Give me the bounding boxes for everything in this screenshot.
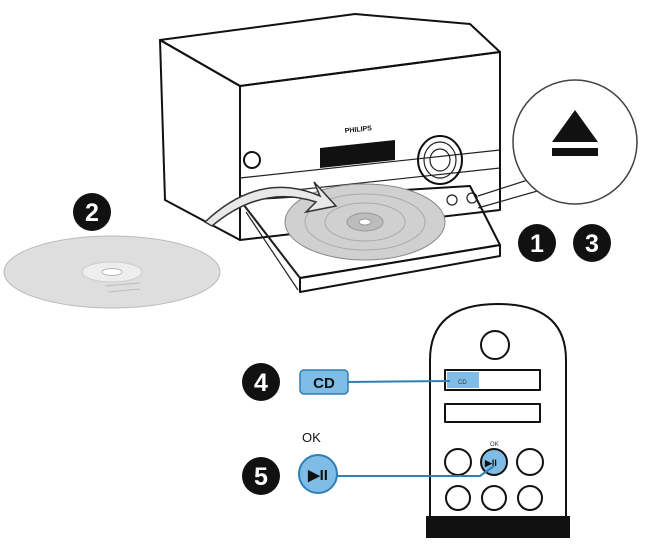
step-number: 1 [530, 230, 544, 258]
step-number: 4 [254, 369, 268, 397]
step-badge-4: 4 [242, 363, 280, 401]
remote-bottom-band [426, 516, 570, 538]
step-badge-5: 5 [242, 457, 280, 495]
step-badge-3: 3 [573, 224, 611, 262]
eject-callout [477, 79, 638, 209]
play-pause-callout: OK ▶II [298, 430, 495, 494]
step-number: 3 [585, 230, 599, 258]
brand-label: PHILIPS [344, 125, 372, 135]
loose-disc [3, 235, 221, 309]
svg-text:OK: OK [490, 442, 499, 448]
step-number: 2 [85, 199, 99, 227]
insert-arrow [203, 181, 338, 227]
step-badge-2: 2 [73, 193, 111, 231]
svg-text:▶II: ▶II [484, 458, 497, 468]
remote-control: CD OK ▶II [426, 303, 570, 538]
eject-icon [552, 110, 598, 156]
unit-front-panel [239, 51, 501, 241]
step-badge-1: 1 [518, 224, 556, 262]
cd-button-label: CD [313, 375, 335, 392]
step-number: 5 [254, 463, 268, 491]
play-pause-button[interactable] [298, 454, 338, 494]
volume-knob [417, 135, 463, 185]
disc-tray [239, 183, 501, 293]
display-window [320, 140, 395, 168]
remote-cd-key[interactable] [447, 372, 479, 388]
cd-button-callout: CD [299, 369, 451, 395]
ok-label: OK [302, 430, 321, 445]
play-pause-icon: ▶II [307, 467, 328, 484]
svg-text:CD: CD [458, 380, 467, 386]
remote-play-pause-key[interactable] [480, 448, 508, 476]
power-icon [243, 151, 261, 169]
micro-system-unit: PHILIPS [159, 13, 501, 293]
